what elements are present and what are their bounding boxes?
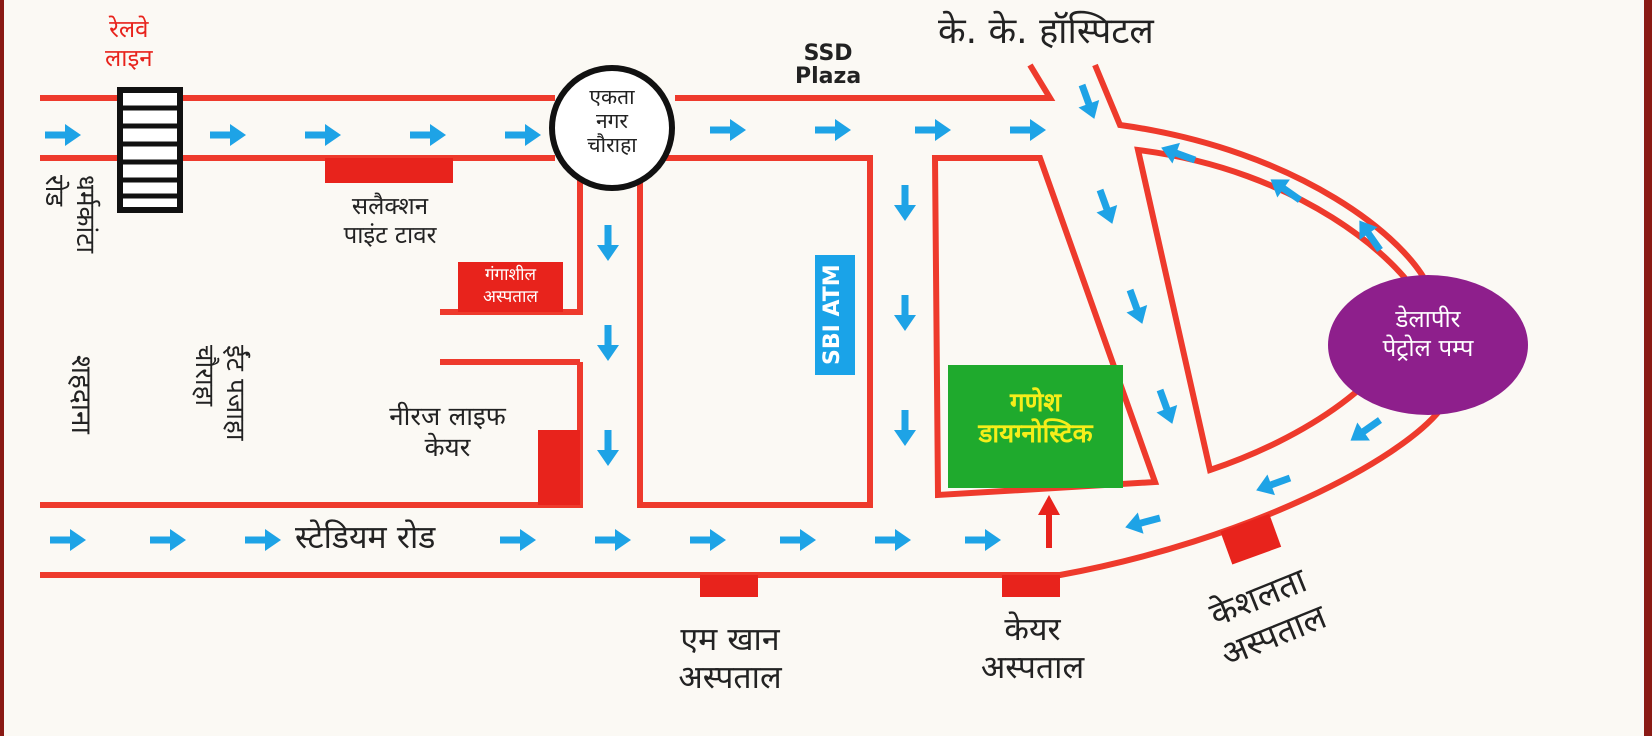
railway-line-label: रेलवे लाइन: [105, 15, 153, 72]
care-block: [1002, 575, 1060, 597]
kk-road-east: [1092, 63, 1433, 292]
landmark-blocks: [325, 158, 1282, 597]
ganesh-diagnostic-label: गणेश डायग्नोस्टिक: [978, 388, 1093, 450]
red-up-arrow-icon: [1038, 495, 1060, 548]
top-road-north-edge: [40, 63, 1056, 101]
gangasheel-block: [458, 262, 563, 312]
block-2: [637, 155, 873, 508]
m-khan-block: [700, 575, 758, 597]
delapeer-ellipse: [1328, 275, 1528, 415]
ekta-nagar-label: एकता नगर चौराहा: [587, 85, 637, 158]
sbi-atm-box: [815, 255, 855, 375]
block-3: [931, 155, 1160, 499]
stadium-road-label: स्टेडियम रोड: [295, 518, 436, 556]
m-khan-hospital-label: एम खान अस्पताल: [678, 620, 782, 697]
selection-tower-block: [325, 158, 453, 183]
delapeer-petrol-pump-label: डेलापीर पेट्रोल पम्प: [1382, 305, 1474, 362]
keshlata-block: [1220, 513, 1282, 565]
neeraj-life-care-label: नीरज लाइफ केयर: [389, 402, 506, 464]
ssd-plaza-label: SSD Plaza: [795, 41, 862, 90]
dharamkanta-road-label: धर्मकांटा रोड: [38, 175, 100, 254]
shahdana-label: शहदाना: [65, 355, 98, 434]
selection-point-tower-label: सलैक्शन पाइंट टावर: [343, 192, 437, 249]
ganesh-box: [948, 365, 1123, 488]
kk-hospital-label: के. के. हॉस्पिटल: [938, 11, 1154, 52]
direction-arrows: [45, 81, 1390, 551]
border-right: [1644, 0, 1652, 736]
eent-pajaha-chauraha-label: ईंट पजाहा चौराहा: [188, 345, 250, 441]
gangasheel-hospital-label: गंगाशील अस्पताल: [483, 265, 538, 308]
roads: [40, 63, 1443, 578]
stadium-road-south-edge: [40, 408, 1443, 578]
care-hospital-label: केयर अस्पताल: [980, 610, 1085, 687]
border-left: [0, 0, 4, 736]
ekta-nagar-circle: [549, 65, 675, 191]
neeraj-block: [538, 430, 580, 505]
railway-crossing-icon: [117, 87, 183, 213]
sbi-atm-label: SBI ATM: [820, 264, 845, 365]
